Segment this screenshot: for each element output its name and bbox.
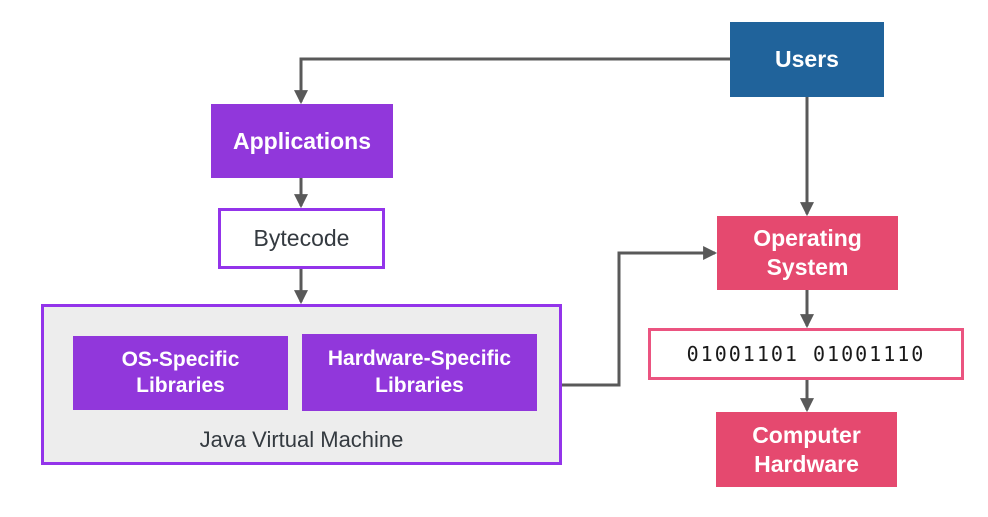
arrow-jvm-to-operating-system — [562, 246, 718, 387]
node-computer-hardware: Computer Hardware — [716, 412, 897, 487]
node-machine-code: 01001101 01001110 — [648, 328, 964, 380]
node-bytecode-label: Bytecode — [253, 225, 350, 252]
arrow-users-to-applications — [294, 57, 730, 105]
node-machine-code-label: 01001101 01001110 — [686, 341, 926, 366]
node-operating-system: Operating System — [717, 216, 898, 290]
node-os-specific-libraries: OS-Specific Libraries — [73, 336, 288, 410]
node-applications: Applications — [211, 104, 393, 178]
node-java-virtual-machine-label: Java Virtual Machine — [199, 427, 404, 452]
node-hardware-specific-libraries: Hardware-Specific Libraries — [302, 334, 537, 411]
node-hardware-specific-libraries-label: Hardware-Specific Libraries — [327, 347, 512, 397]
node-applications-label: Applications — [232, 127, 371, 154]
node-java-virtual-machine: Java Virtual Machine — [41, 304, 562, 465]
node-os-specific-libraries-label: OS-Specific Libraries — [121, 347, 240, 397]
node-users: Users — [730, 22, 884, 97]
node-computer-hardware-label: Computer Hardware — [752, 421, 861, 477]
node-bytecode: Bytecode — [218, 208, 385, 269]
node-users-label: Users — [775, 46, 839, 73]
node-operating-system-label: Operating System — [753, 225, 862, 280]
